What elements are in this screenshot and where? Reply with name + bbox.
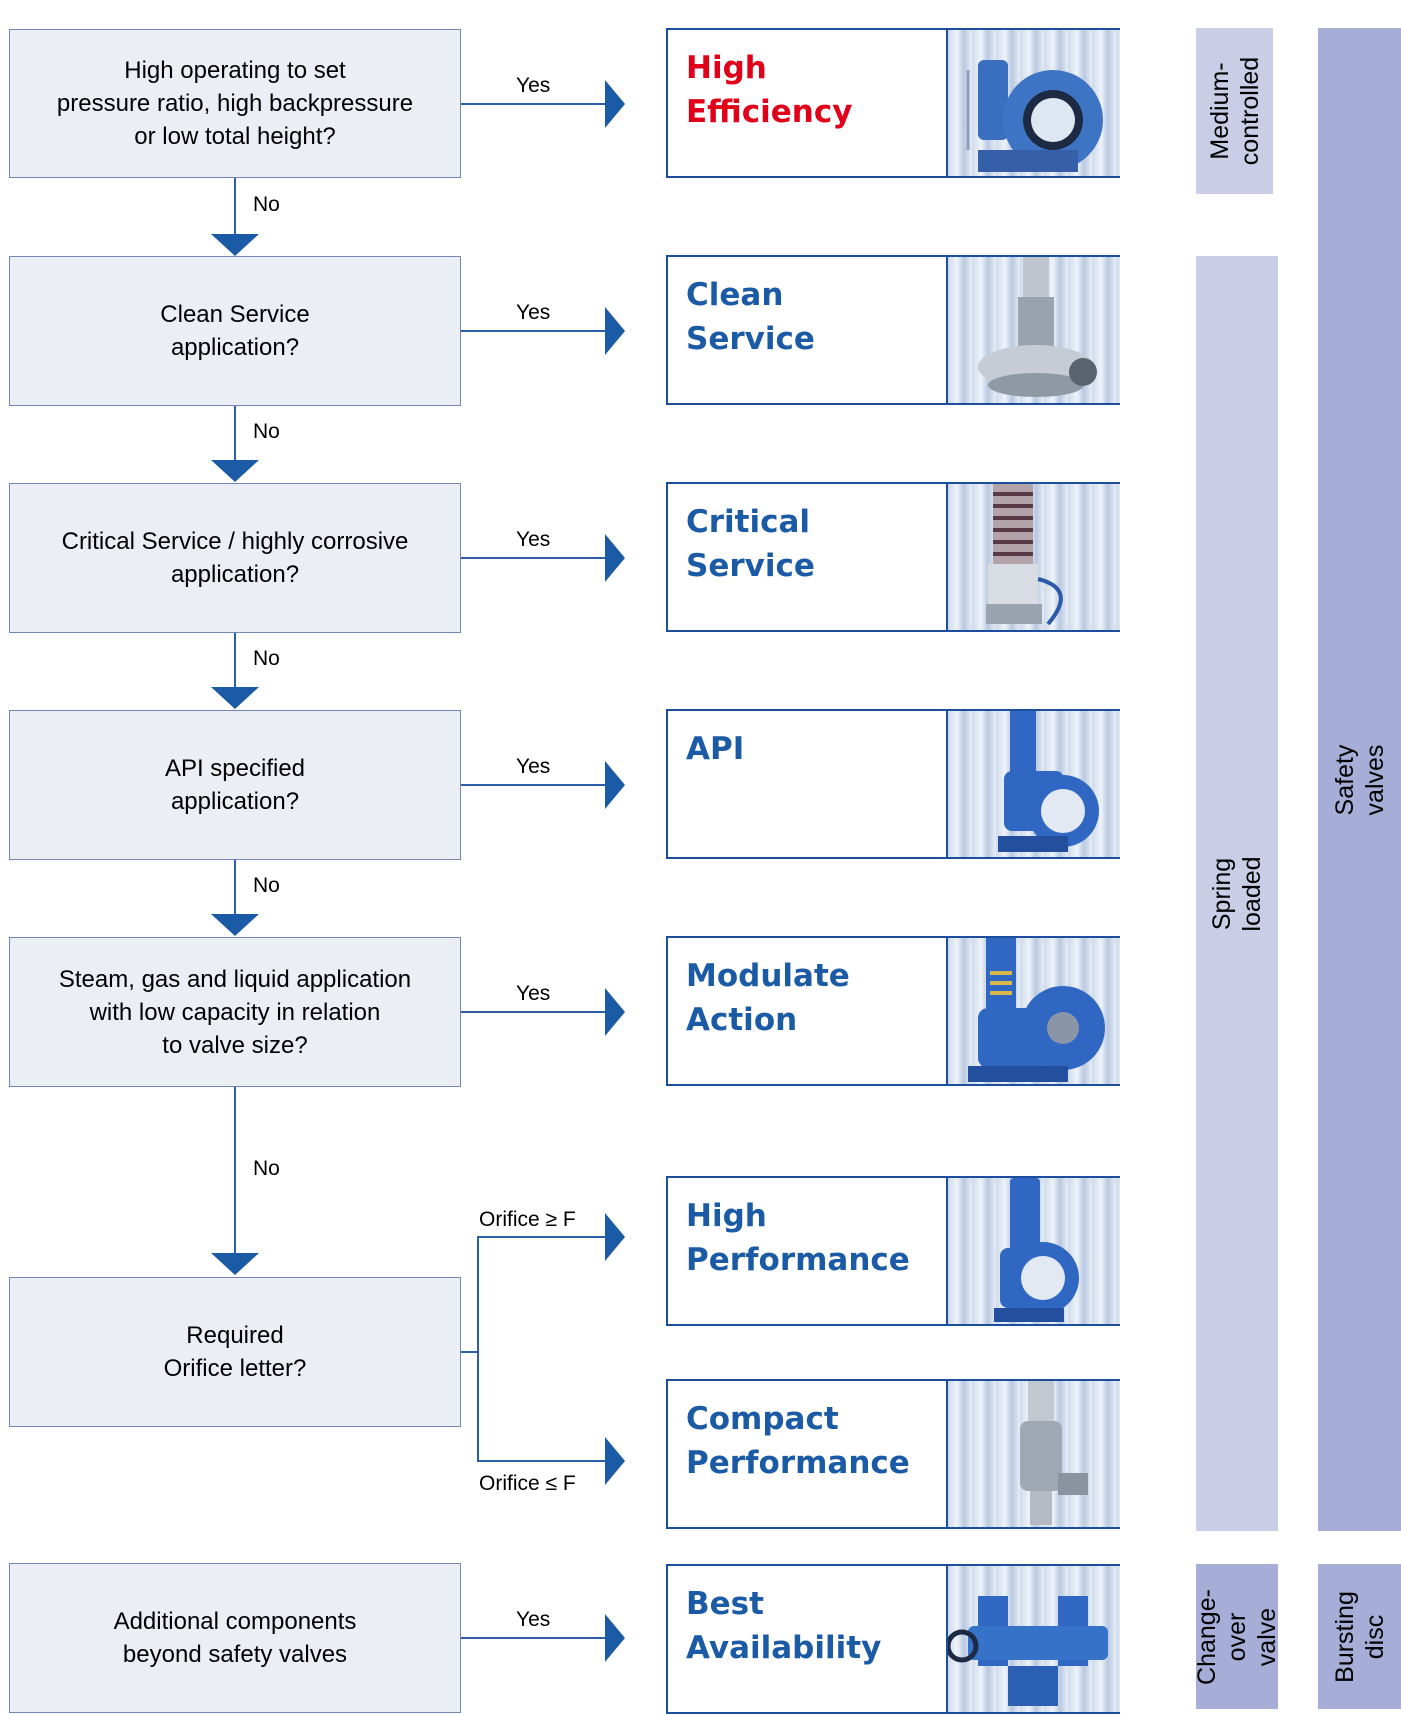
no-connector-line: [234, 860, 236, 920]
safety-valves-column: Safety valves: [1318, 28, 1401, 1531]
right-arrow: [605, 534, 625, 582]
right-arrow: [605, 1437, 625, 1485]
question-box-api: API specified application?: [9, 710, 461, 860]
right-arrow: [605, 1614, 625, 1662]
yes-connector-line: [461, 330, 611, 332]
valve-name: API: [686, 731, 745, 767]
spring-loaded-column: Spring loaded: [1196, 256, 1278, 1531]
valve-box-api: API: [666, 709, 1120, 859]
valve-box-high-efficiency: High Efficiency: [666, 28, 1120, 178]
right-arrow: [605, 307, 625, 355]
bursting-disc-column: Bursting disc: [1318, 1564, 1401, 1709]
yes-connector-line: [461, 1637, 611, 1639]
pilot-valve-icon: [946, 30, 1120, 176]
safety-valves-label: Safety valves: [1330, 744, 1389, 815]
question-box-orifice: Required Orifice letter?: [9, 1277, 461, 1427]
change-over-valve-label: Change- over valve: [1193, 1588, 1281, 1685]
valve-box-best-availability: Best Availability: [666, 1564, 1120, 1714]
api-valve-icon: [946, 711, 1120, 857]
valve-name: High Efficiency: [686, 50, 853, 130]
valve-box-modulate-action: Modulate Action: [666, 936, 1120, 1086]
question-box-clean-service: Clean Service application?: [9, 256, 461, 406]
orifice-upper-line: [477, 1236, 611, 1238]
valve-box-clean-service: Clean Service: [666, 255, 1120, 405]
medium-controlled-column: Medium- controlled: [1196, 28, 1273, 194]
yes-label: Yes: [516, 528, 551, 551]
down-arrow: [211, 460, 259, 482]
yes-connector-line: [461, 557, 611, 559]
orifice-lower-line: [477, 1460, 611, 1462]
critical-service-valve-icon: [946, 484, 1120, 630]
no-connector-line: [234, 406, 236, 466]
no-connector-line: [234, 633, 236, 693]
right-arrow: [605, 761, 625, 809]
spring-loaded-label: Spring loaded: [1208, 855, 1266, 932]
valve-name: Best Availability: [686, 1586, 882, 1666]
orifice-connector-line: [461, 1351, 479, 1353]
valve-name: Critical Service: [686, 504, 815, 584]
no-connector-line: [234, 1087, 236, 1257]
yes-label: Yes: [516, 301, 551, 324]
yes-label: Yes: [516, 755, 551, 778]
valve-box-critical-service: Critical Service: [666, 482, 1120, 632]
change-over-valve-column: Change- over valve: [1193, 1564, 1281, 1709]
no-label: No: [253, 1157, 280, 1180]
yes-connector-line: [461, 103, 611, 105]
down-arrow: [211, 1253, 259, 1275]
down-arrow: [211, 687, 259, 709]
yes-label: Yes: [516, 1608, 551, 1631]
orifice-fork-line: [477, 1236, 479, 1462]
orifice-ge-label: Orifice ≥ F: [479, 1208, 576, 1231]
medium-controlled-label: Medium- controlled: [1205, 56, 1264, 166]
valve-name: High Performance: [686, 1198, 910, 1278]
no-connector-line: [234, 178, 236, 238]
bursting-disc-label: Bursting disc: [1330, 1590, 1389, 1683]
yes-connector-line: [461, 784, 611, 786]
clean-service-valve-icon: [946, 257, 1120, 403]
valve-name: Compact Performance: [686, 1401, 910, 1481]
right-arrow: [605, 80, 625, 128]
yes-label: Yes: [516, 74, 551, 97]
high-performance-valve-icon: [946, 1178, 1120, 1324]
no-label: No: [253, 647, 280, 670]
no-label: No: [253, 420, 280, 443]
modulate-action-valve-icon: [946, 938, 1120, 1084]
change-over-valve-icon: [946, 1566, 1120, 1712]
orifice-le-label: Orifice ≤ F: [479, 1472, 576, 1495]
right-arrow: [605, 988, 625, 1036]
valve-name: Clean Service: [686, 277, 815, 357]
no-label: No: [253, 874, 280, 897]
compact-performance-valve-icon: [946, 1381, 1120, 1527]
question-box-critical-service: Critical Service / highly corrosive appl…: [9, 483, 461, 633]
down-arrow: [211, 234, 259, 256]
valve-box-compact-performance: Compact Performance: [666, 1379, 1120, 1529]
yes-label: Yes: [516, 982, 551, 1005]
valve-name: Modulate Action: [686, 958, 850, 1038]
question-box-pressure-ratio: High operating to set pressure ratio, hi…: [9, 29, 461, 178]
valve-box-high-performance: High Performance: [666, 1176, 1120, 1326]
question-box-low-capacity: Steam, gas and liquid application with l…: [9, 937, 461, 1087]
right-arrow: [605, 1213, 625, 1261]
down-arrow: [211, 914, 259, 936]
yes-connector-line: [461, 1011, 611, 1013]
question-box-additional-components: Additional components beyond safety valv…: [9, 1563, 461, 1713]
no-label: No: [253, 193, 280, 216]
